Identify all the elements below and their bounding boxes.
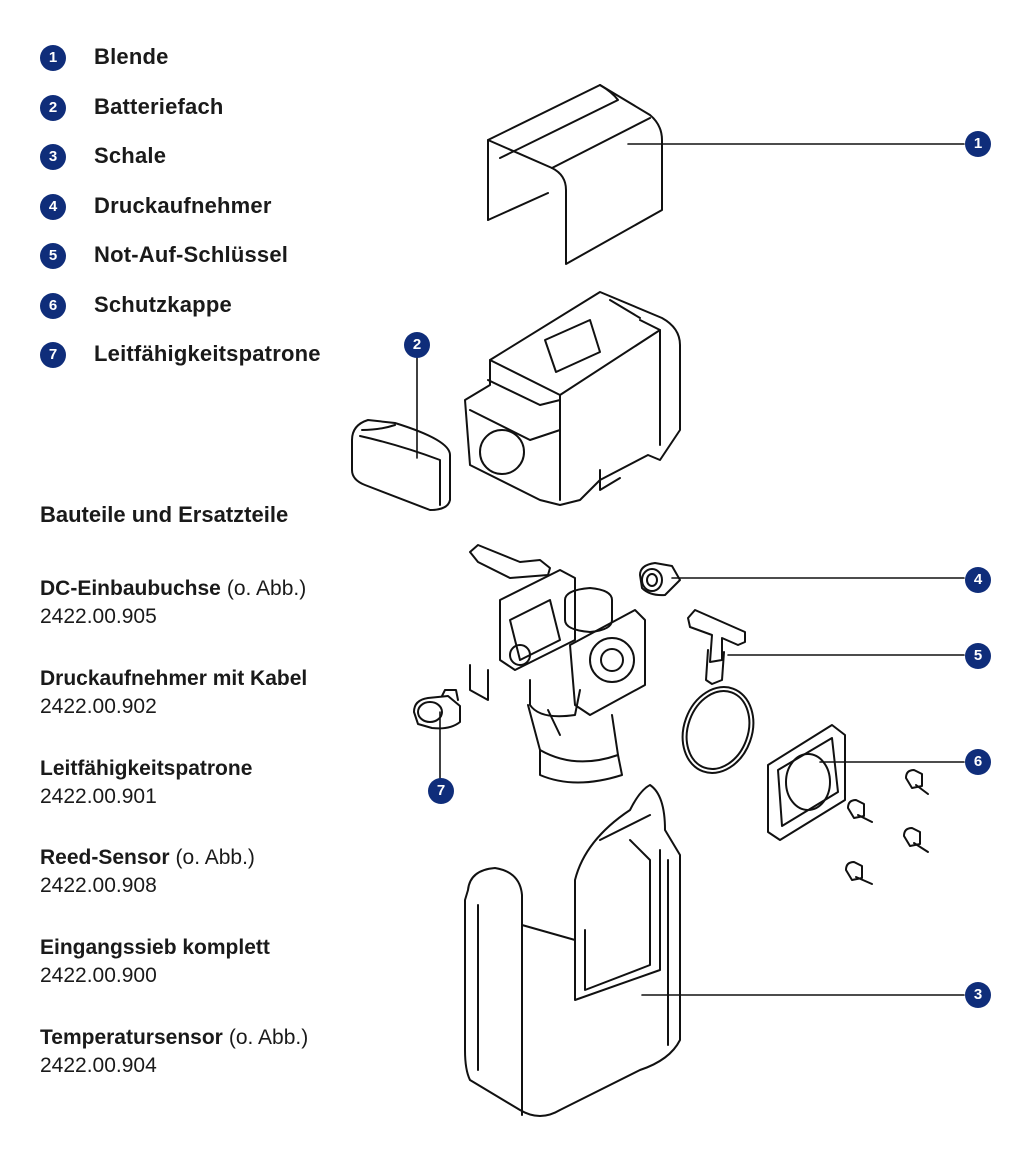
legend-label: Druckaufnehmer <box>94 193 272 218</box>
emergency-key-part <box>687 609 746 685</box>
legend-badge: 4 <box>40 194 66 220</box>
cover-part <box>487 84 663 265</box>
part-entry: Druckaufnehmer mit Kabel 2422.00.902 <box>40 667 380 719</box>
part-name: Druckaufnehmer mit Kabel <box>40 667 308 690</box>
legend-label: Blende <box>94 44 169 69</box>
control-housing-part <box>464 291 681 506</box>
callout-badge-3: 3 <box>965 982 991 1008</box>
part-name: Reed-Sensor <box>40 846 170 869</box>
shell-part <box>464 784 681 1117</box>
part-number: 2422.00.902 <box>40 695 157 718</box>
legend-badge: 2 <box>40 95 66 121</box>
legend-item-1: 1 Blende <box>40 42 360 72</box>
legend-label: Batteriefach <box>94 94 224 119</box>
part-name: Leitfähigkeitspatrone <box>40 757 253 780</box>
callout-badge-2: 2 <box>404 332 430 358</box>
callout-badge-4: 4 <box>965 567 991 593</box>
legend-label: Schale <box>94 143 167 168</box>
legend-item-6: 6 Schutzkappe <box>40 290 360 320</box>
legend-badge: 3 <box>40 144 66 170</box>
protective-cap-part <box>767 724 846 841</box>
battery-compartment-part <box>351 419 451 511</box>
callout-badge-5: 5 <box>965 643 991 669</box>
part-name: Temperatursensor <box>40 1026 223 1049</box>
legend-item-5: 5 Not-Auf-Schlüssel <box>40 240 360 270</box>
part-note: (o. Abb.) <box>175 846 255 869</box>
callout-badge-1: 1 <box>965 131 991 157</box>
callout-badge-6: 6 <box>965 749 991 775</box>
callout-badge-7: 7 <box>428 778 454 804</box>
legend-label: Not-Auf-Schlüssel <box>94 242 289 267</box>
part-number: 2422.00.904 <box>40 1054 157 1077</box>
valve-body-part <box>469 544 646 784</box>
legend-badge: 7 <box>40 342 66 368</box>
legend-badge: 5 <box>40 243 66 269</box>
legend-item-3: 3 Schale <box>40 141 360 171</box>
legend-item-4: 4 Druckaufnehmer <box>40 191 360 221</box>
legend-item-2: 2 Batteriefach <box>40 92 360 122</box>
part-number: 2422.00.901 <box>40 785 157 808</box>
part-number: 2422.00.908 <box>40 874 157 897</box>
leader-lines <box>416 143 965 996</box>
part-name: DC-Einbaubuchse <box>40 577 221 600</box>
part-entry: Reed-Sensor(o. Abb.) 2422.00.908 <box>40 846 380 898</box>
part-entry: Leitfähigkeitspatrone 2422.00.901 <box>40 757 380 809</box>
parts-heading: Bauteile und Ersatzteile <box>40 502 289 527</box>
screws-part <box>845 769 929 885</box>
pressure-sensor-part <box>639 562 681 597</box>
part-entry: Eingangssieb komplett 2422.00.900 <box>40 936 380 988</box>
part-note: (o. Abb.) <box>226 577 307 600</box>
legend-label: Schutzkappe <box>94 292 232 317</box>
part-entry: Temperatursensor(o. Abb.) 2422.00.904 <box>40 1026 380 1078</box>
part-entry: DC-Einbaubuchse(o. Abb.) 2422.00.905 <box>40 577 380 629</box>
legend-badge: 6 <box>40 293 66 319</box>
part-number: 2422.00.900 <box>40 964 157 987</box>
part-name: Eingangssieb komplett <box>40 936 270 959</box>
legend-label: Leitfähigkeitspatrone <box>94 341 321 366</box>
part-number: 2422.00.905 <box>40 605 157 628</box>
legend-item-7: 7 Leitfähigkeitspatrone <box>40 339 360 369</box>
part-note: (o. Abb.) <box>228 1026 309 1049</box>
o-ring-part <box>681 686 755 774</box>
legend-badge: 1 <box>40 45 66 71</box>
conductivity-cartridge-part <box>413 689 461 730</box>
